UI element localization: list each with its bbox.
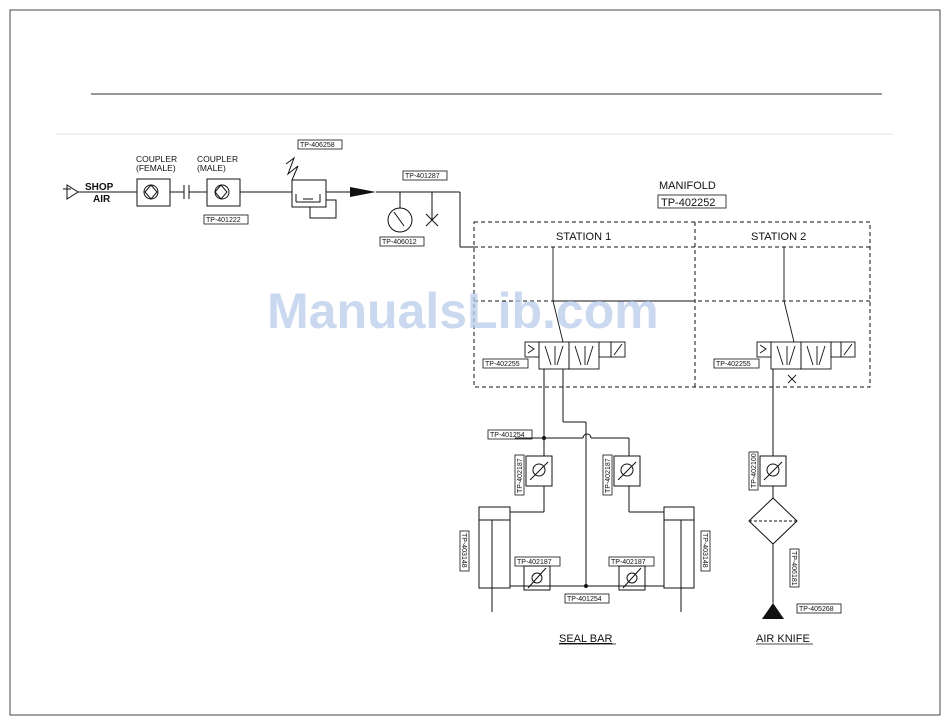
coupler-male-label-line2: (MALE) — [197, 163, 226, 173]
seal-bar-bottom-right-flow-tag: TP-402187 — [611, 559, 646, 566]
air-knife-flow-tag: TP-402100 — [749, 452, 758, 490]
seal-bar-label: SEAL BAR — [559, 633, 612, 645]
seal-bar-upper-tee-tag: TP-401254 — [490, 432, 525, 439]
seal-bar-lower-tee-tag: TP-401254 — [567, 596, 602, 603]
station1-label: STATION 1 — [556, 231, 611, 243]
seal-bar-left-flow-tag: TP-402187 — [515, 455, 524, 495]
svg-text:TP-402187: TP-402187 — [605, 458, 612, 493]
regulator-spring-icon — [286, 158, 298, 180]
seal-bar-circuit — [479, 369, 694, 612]
station1-valve-part-tag: TP-402255 — [485, 361, 520, 368]
svg-text:TP-403148: TP-403148 — [460, 533, 467, 568]
main-line-part-tag: TP-401287 — [405, 173, 440, 180]
manifold-part-tag: TP-402252 — [661, 197, 715, 209]
station2-valve-part-tag: TP-402255 — [716, 361, 751, 368]
gauge-part-tag: TP-406012 — [382, 239, 417, 246]
station2-label: STATION 2 — [751, 231, 806, 243]
coupler-female-label-line2: (FEMALE) — [136, 163, 176, 173]
coupler-male-symbol — [207, 179, 240, 206]
air-knife-nozzle-icon — [762, 603, 784, 619]
station2-valve — [757, 247, 855, 383]
manifold-label: MANIFOLD — [659, 180, 716, 192]
shop-air-label-line1: SHOP — [85, 182, 114, 193]
tee-junction-dot — [584, 584, 588, 588]
shop-air-source-symbol — [63, 185, 78, 199]
seal-bar-right-cylinder-tag: TP-403148 — [701, 531, 710, 571]
svg-text:TP-403148: TP-403148 — [701, 533, 708, 568]
tee-junction-dot — [542, 436, 546, 440]
svg-text:TP-402100: TP-402100 — [751, 453, 758, 488]
svg-text:TP-406181: TP-406181 — [790, 551, 797, 586]
manualslib-watermark: ManualsLib.com — [267, 283, 659, 339]
regulator-part-tag: TP-406258 — [300, 142, 335, 149]
coupler-female-symbol — [137, 179, 170, 206]
flow-arrow-icon — [350, 187, 376, 197]
svg-text:TP-402187: TP-402187 — [517, 458, 524, 493]
shop-air-label-line2: AIR — [93, 194, 111, 205]
air-knife-nozzle-tag: TP-405268 — [799, 606, 834, 613]
seal-bar-bottom-left-flow-tag: TP-402187 — [517, 559, 552, 566]
seal-bar-right-flow-tag: TP-402187 — [603, 455, 612, 495]
air-knife-label: AIR KNIFE — [756, 633, 810, 645]
coupler-male-part-tag: TP-401222 — [206, 217, 241, 224]
seal-bar-left-cylinder-tag: TP-403148 — [460, 531, 469, 571]
air-knife-filter-tag: TP-406181 — [790, 549, 799, 587]
regulator-symbol — [292, 180, 326, 207]
